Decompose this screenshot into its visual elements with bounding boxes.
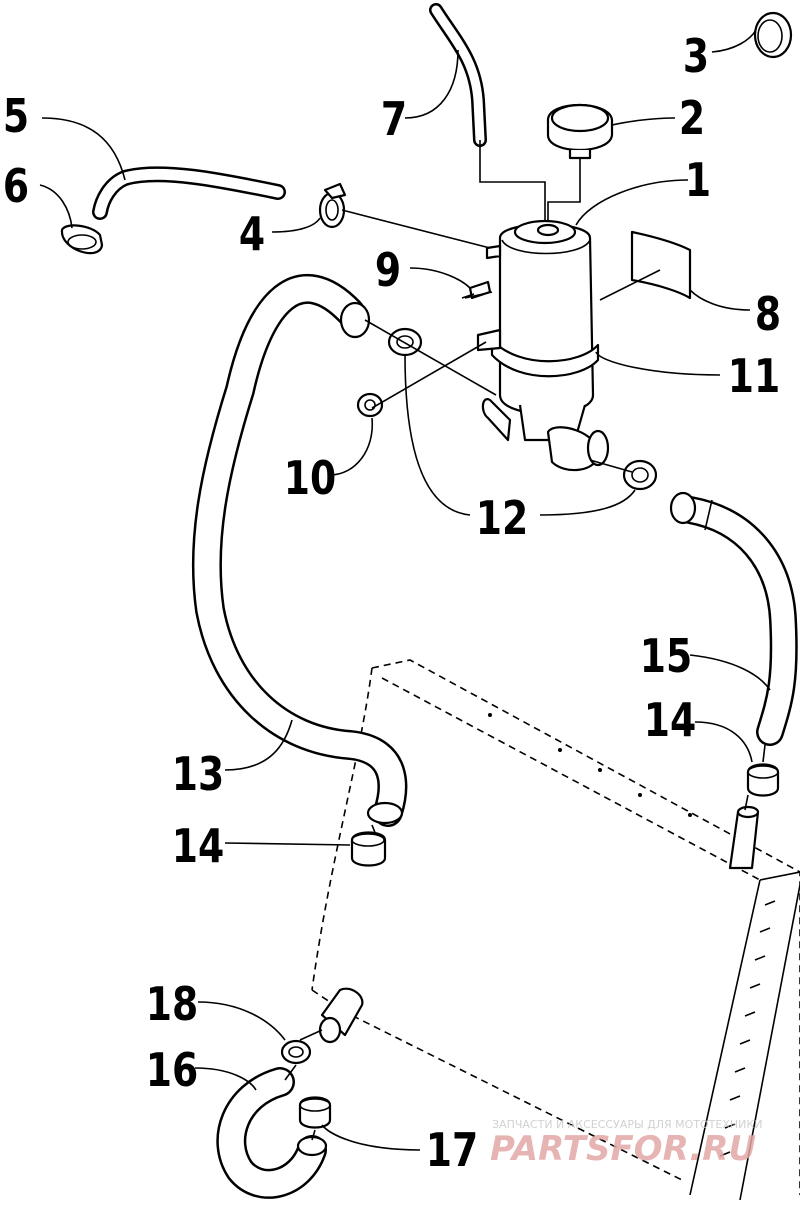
hose-clamp-right: [746, 763, 780, 797]
reservoir-strap: [476, 328, 600, 378]
callout-11: 11: [728, 349, 780, 403]
callout-7: 7: [381, 92, 407, 146]
ring-clamp: [753, 11, 793, 59]
watermark-logo: PARTSFOR.RU: [490, 1129, 756, 1169]
hose-clamp-bottom: [280, 1039, 312, 1065]
callout-1: 1: [685, 153, 711, 207]
callout-18: 18: [146, 977, 198, 1031]
callout-4: 4: [239, 207, 265, 261]
spring-clamp-lower: [622, 459, 658, 491]
vent-hose: [429, 3, 487, 147]
grommet: [356, 392, 384, 418]
leader-lines: [39, 29, 771, 1151]
rubber-band: [630, 230, 692, 300]
callout-15: 15: [640, 629, 692, 683]
callout-3: 3: [683, 29, 709, 83]
hose-clamp-left: [350, 831, 387, 867]
callout-14-right: 14: [644, 693, 696, 747]
callout-8: 8: [755, 287, 781, 341]
radiator-outlet-hose: [669, 491, 798, 746]
callout-14-left: 14: [172, 819, 224, 873]
watermark: ЗАПЧАСТИ И АКСЕССУАРЫ ДЛЯ МОТОТЕХНИКИ PA…: [490, 1118, 762, 1169]
spring-clamp-bottom: [298, 1096, 332, 1129]
radiator: [311, 659, 800, 1201]
callout-9: 9: [375, 243, 401, 297]
radiator-outlet-pipe: [318, 987, 364, 1044]
radiator-upper-hose: [191, 274, 408, 827]
callout-2: 2: [679, 91, 705, 145]
callout-10: 10: [284, 451, 336, 505]
hose-clamp-small: [318, 182, 347, 229]
overflow-hose: [92, 166, 286, 220]
radiator-inlet-pipe: [728, 805, 760, 870]
callout-17: 17: [426, 1123, 478, 1177]
radiator-lower-hose: [216, 1067, 328, 1199]
hose-clamp-end: [60, 224, 104, 255]
callout-5: 5: [3, 89, 29, 143]
radiator-cap: [546, 103, 614, 160]
callout-13: 13: [172, 747, 224, 801]
callout-16: 16: [146, 1043, 198, 1097]
callout-labels: 1 2 3 4 5 6 7 8 9 10 11 12 13 14 14 15 1…: [3, 29, 781, 1177]
callout-12: 12: [476, 491, 528, 545]
watermark-tagline: ЗАПЧАСТИ И АКСЕССУАРЫ ДЛЯ МОТОТЕХНИКИ: [492, 1118, 762, 1131]
coolant-reservoir: [481, 219, 610, 472]
callout-6: 6: [3, 159, 29, 213]
